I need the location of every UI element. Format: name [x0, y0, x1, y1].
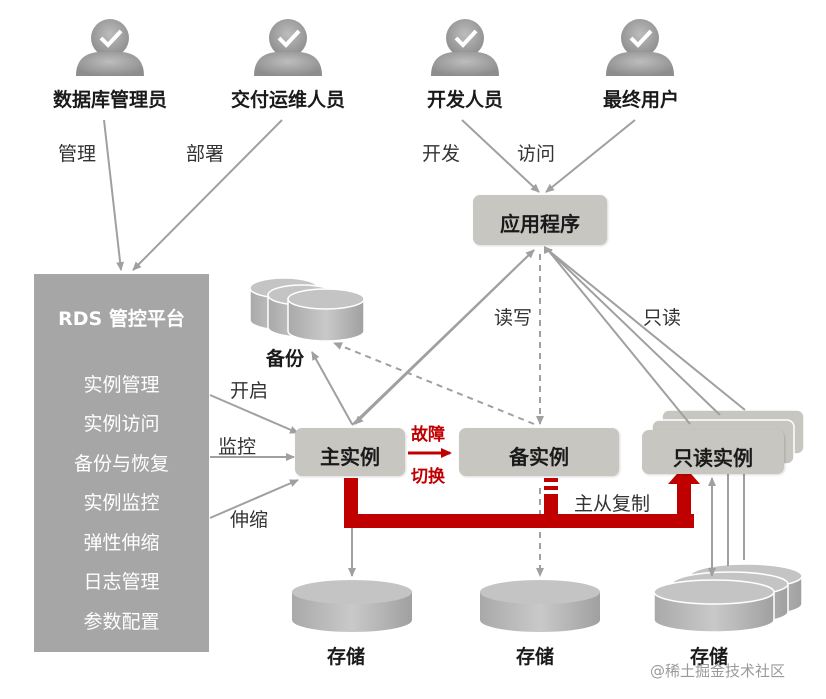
rds-control-panel — [34, 274, 209, 652]
edge-readwrite-label: 读写 — [494, 307, 533, 329]
edge-monitor-label: 监控 — [218, 436, 257, 458]
rds-item-instance-management[interactable]: 实例管理 — [83, 374, 160, 396]
storage-label-standby: 存储 — [516, 646, 555, 668]
edge-readonly-label: 只读 — [643, 307, 682, 329]
edge-replication-label: 主从复制 — [574, 493, 651, 515]
edge-scale-label: 伸缩 — [230, 509, 269, 531]
edge-deploy-label: 部署 — [186, 143, 225, 165]
rds-title: RDS 管控平台 — [58, 308, 185, 330]
storage-cylinder — [480, 580, 600, 632]
storage-cylinder-stack — [653, 563, 803, 633]
rds-item-parameter-config[interactable]: 参数配置 — [83, 611, 160, 633]
app-label: 应用程序 — [500, 212, 580, 236]
user-icon — [606, 19, 674, 76]
readonly-instance-box[interactable] — [642, 430, 784, 474]
backup-arrows — [311, 342, 535, 425]
app-arrows — [351, 246, 746, 426]
role-enduser-label: 最终用户 — [602, 89, 679, 111]
edge-access-label: 访问 — [517, 143, 556, 165]
failover-label-bottom: 切换 — [411, 467, 445, 487]
standby-instance-box[interactable] — [459, 428, 619, 476]
role-developer-label: 开发人员 — [426, 89, 503, 111]
rds-item-log-management[interactable]: 日志管理 — [83, 571, 160, 593]
watermark: @稀土掘金技术社区 — [650, 662, 786, 680]
edge-open-label: 开启 — [230, 380, 269, 402]
rds-item-backup-restore[interactable]: 备份与恢复 — [73, 453, 169, 475]
storage-arrows — [348, 466, 745, 577]
storage-cylinder — [292, 580, 412, 632]
backup-cylinders — [249, 277, 365, 342]
primary-instance-label: 主实例 — [320, 445, 380, 469]
readonly-instance-label: 只读实例 — [673, 446, 753, 470]
failover-label-top: 故障 — [411, 425, 445, 445]
rds-item-instance-monitoring[interactable]: 实例监控 — [83, 492, 160, 514]
edge-develop-label: 开发 — [422, 143, 461, 165]
control-arrows — [209, 394, 299, 519]
role-arrows — [103, 119, 636, 271]
backup-label: 备份 — [266, 348, 305, 370]
user-icon — [76, 19, 144, 76]
storage-label-primary: 存储 — [327, 646, 366, 668]
replication-path — [344, 466, 700, 528]
role-dba-label: 数据库管理员 — [52, 89, 167, 111]
rds-item-elastic-scaling[interactable]: 弹性伸缩 — [83, 532, 160, 554]
app-box[interactable] — [473, 195, 607, 245]
rds-item-instance-access[interactable]: 实例访问 — [83, 413, 160, 435]
standby-instance-label: 备实例 — [509, 445, 569, 469]
storage-label-readonly: 存储 — [690, 646, 729, 668]
user-icon — [431, 19, 499, 76]
user-icon — [254, 19, 322, 76]
edge-manage-label: 管理 — [58, 143, 97, 165]
primary-instance-box[interactable] — [295, 428, 405, 476]
role-ops-label: 交付运维人员 — [230, 89, 345, 111]
